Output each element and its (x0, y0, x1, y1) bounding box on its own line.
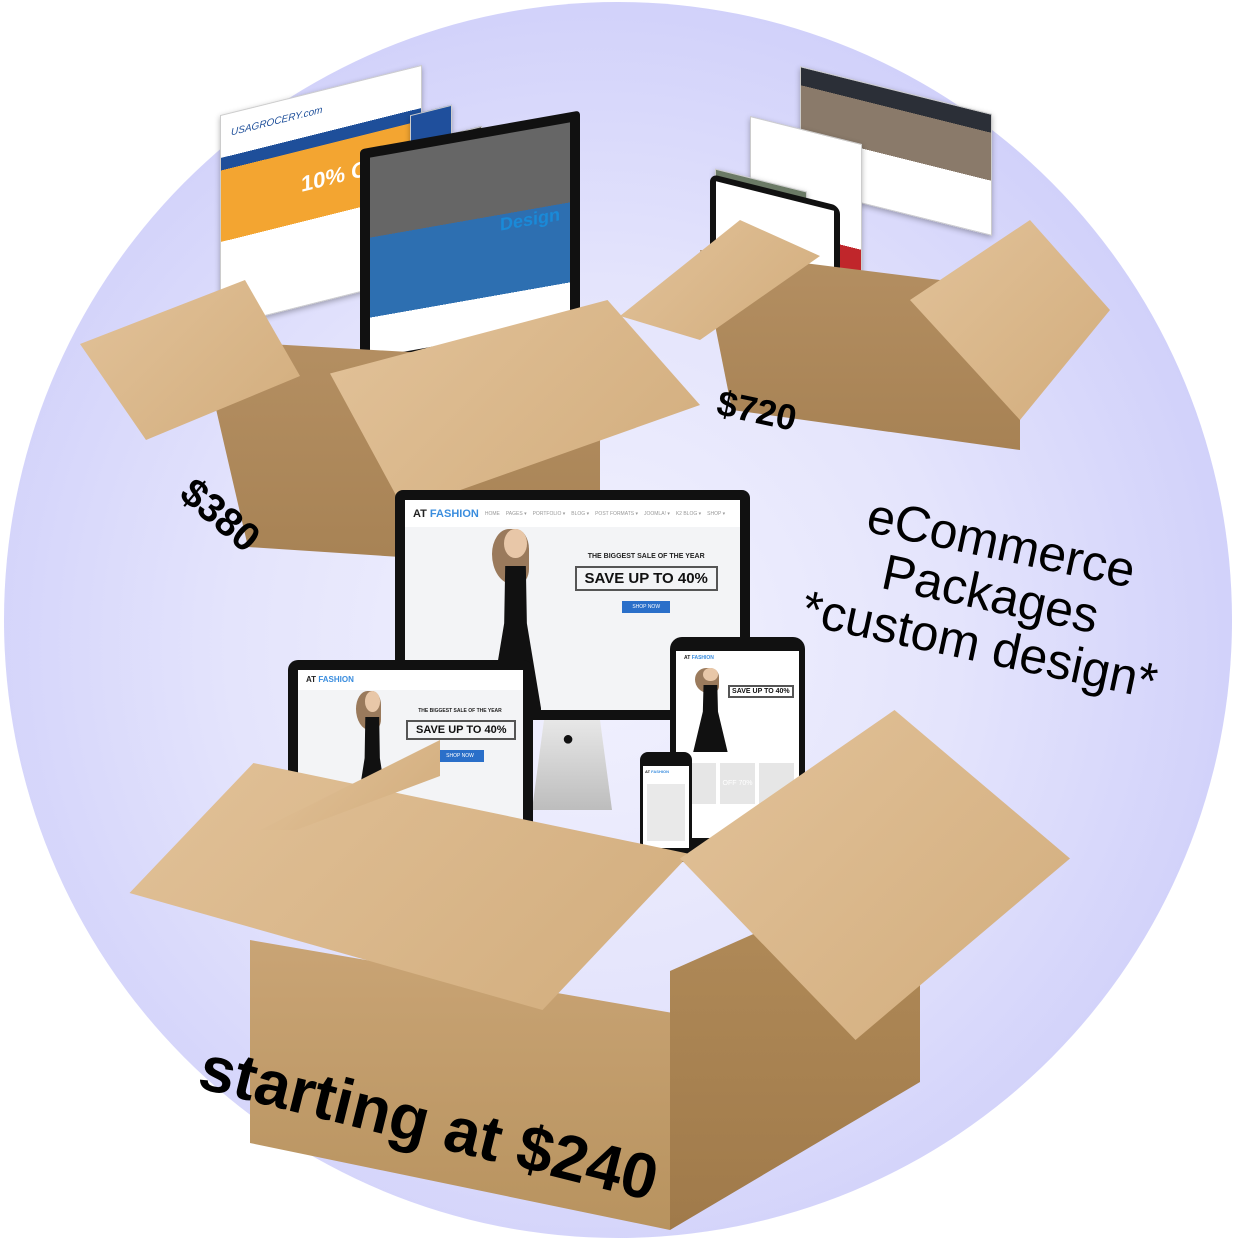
hero-banner: THE BIGGEST SALE OF THE YEAR SAVE UP TO … (566, 553, 727, 613)
package-box-380: USAGROCERY.com 10% OFF Design (80, 64, 700, 570)
design-text: Design (499, 204, 560, 235)
fashion-nav: AT FASHION HOME PAGES ▾ PORTFOLIO ▾ BLOG… (405, 500, 740, 528)
package-box-720 (620, 66, 1110, 460)
imac-chin (532, 720, 612, 810)
package-box-240: AT FASHION HOME PAGES ▾ PORTFOLIO ▾ BLOG… (100, 480, 1080, 1240)
fashion-logo: AT FASHION (413, 507, 479, 520)
shop-now-button: SHOP NOW (622, 600, 671, 613)
grocery-logo: USAGROCERY.com (231, 104, 323, 139)
apple-logo-icon: ● (562, 728, 575, 750)
phone-device: AT FASHION (640, 752, 692, 862)
